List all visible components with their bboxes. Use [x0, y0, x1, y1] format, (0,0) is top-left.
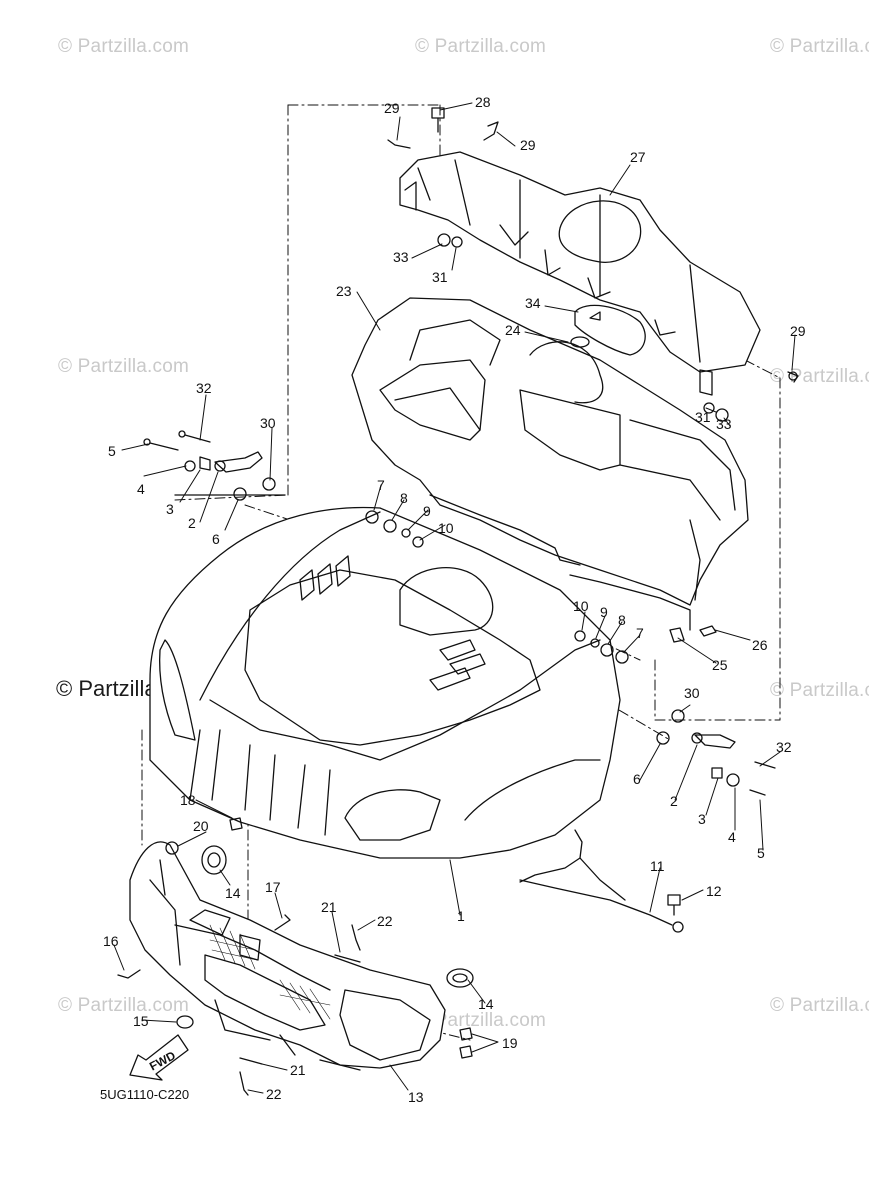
grommet-14-upper	[201, 845, 227, 875]
leader-lines	[113, 102, 796, 1094]
callout-18: 18	[180, 792, 196, 808]
upper-dash-panel-27	[399, 151, 761, 396]
watermark: © Partzilla.com	[58, 995, 190, 1016]
lamp-unit-34	[570, 304, 646, 356]
callout-9: 9	[423, 503, 431, 519]
callout-6: 6	[212, 531, 220, 547]
callout-28: 28	[475, 94, 491, 110]
fwd-arrow	[129, 1034, 189, 1081]
watermark: © Partzilla.com	[58, 356, 190, 377]
callout-2: 2	[188, 515, 196, 531]
watermark: © Partzilla.com	[58, 36, 190, 57]
callout-14: 14	[478, 996, 494, 1012]
diagram-code: 5UG1110-C220	[100, 1087, 190, 1102]
watermark: © Partzilla.com	[770, 36, 869, 57]
watermark: © Partzilla.com	[415, 36, 547, 57]
callout-32: 32	[776, 739, 792, 755]
callout-24: 24	[505, 322, 521, 338]
callout-4: 4	[137, 481, 145, 497]
callout-7: 7	[377, 477, 385, 493]
callout-20: 20	[193, 818, 209, 834]
grille-mesh	[209, 924, 331, 1020]
callout-9: 9	[600, 604, 608, 620]
callout-31: 31	[695, 409, 711, 425]
callout-6: 6	[633, 771, 641, 787]
callout-33: 33	[716, 416, 732, 432]
callout-25: 25	[712, 657, 728, 673]
callout-19: 19	[502, 1035, 518, 1051]
watermark: © Partzilla.com	[770, 680, 869, 701]
callout-10: 10	[438, 520, 454, 536]
callout-17: 17	[265, 879, 281, 895]
callout-31: 31	[432, 269, 448, 285]
callout-5: 5	[757, 845, 765, 861]
callout-11: 11	[650, 858, 665, 874]
callout-5: 5	[108, 443, 116, 459]
callout-30: 30	[684, 685, 700, 701]
callout-30: 30	[260, 415, 276, 431]
callout-12: 12	[706, 883, 722, 899]
callout-7: 7	[636, 625, 644, 641]
callout-33: 33	[393, 249, 409, 265]
hardware-parts	[117, 107, 799, 1096]
callout-21: 21	[290, 1062, 306, 1078]
callout-2: 2	[670, 793, 678, 809]
front-hood-1	[149, 494, 621, 859]
callout-29: 29	[384, 100, 400, 116]
callout-4: 4	[728, 829, 736, 845]
callout-22: 22	[377, 913, 393, 929]
callout-1: 1	[457, 908, 465, 924]
callout-3: 3	[698, 811, 706, 827]
callout-34: 34	[525, 295, 541, 311]
callout-21: 21	[321, 899, 337, 915]
callout-26: 26	[752, 637, 768, 653]
callout-16: 16	[103, 933, 119, 949]
callout-13: 13	[408, 1089, 424, 1105]
grommet-14-lower	[446, 968, 474, 988]
callout-10: 10	[573, 598, 589, 614]
callout-22: 22	[266, 1086, 282, 1102]
callout-23: 23	[336, 283, 352, 299]
inner-dash-panel-23	[351, 297, 749, 631]
callout-15: 15	[133, 1013, 149, 1029]
callout-29: 29	[520, 137, 536, 153]
callout-14: 14	[225, 885, 241, 901]
lower-grille-13	[129, 841, 446, 1071]
callout-8: 8	[618, 612, 626, 628]
callout-32: 32	[196, 380, 212, 396]
callout-8: 8	[400, 490, 408, 506]
callout-27: 27	[630, 149, 646, 165]
callout-29: 29	[790, 323, 806, 339]
cable-11	[519, 829, 684, 933]
watermark: © Partzilla.com	[770, 995, 869, 1016]
watermark: © Partzilla.com	[415, 1010, 547, 1031]
callout-3: 3	[166, 501, 174, 517]
